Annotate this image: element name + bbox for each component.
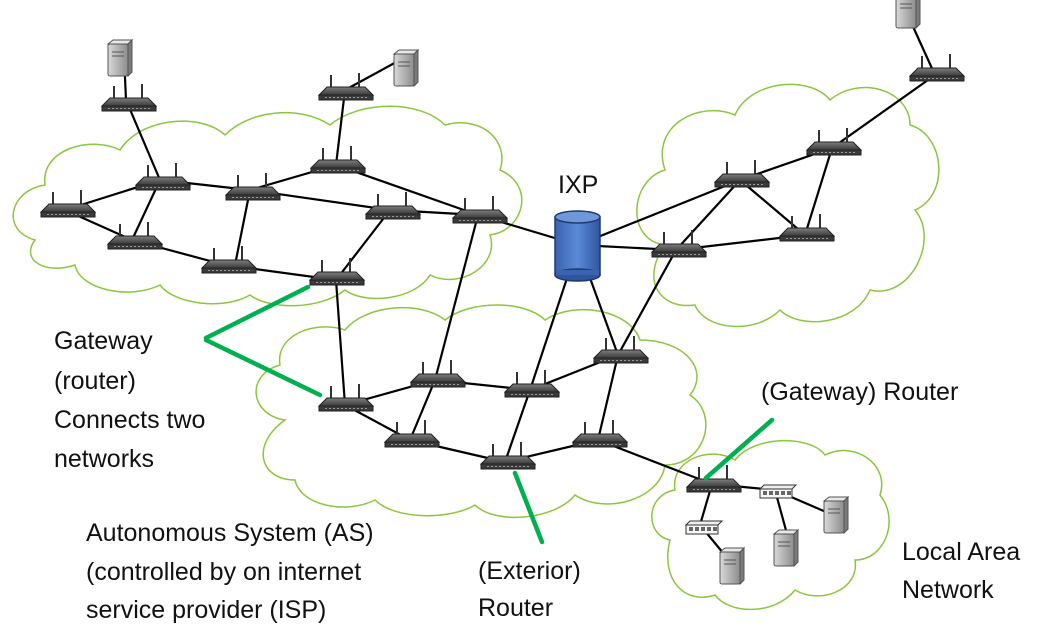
server-icon — [823, 496, 849, 534]
switch-icon — [759, 484, 797, 499]
server-icon — [719, 547, 745, 585]
server-icon — [393, 49, 419, 87]
server-icon — [773, 529, 799, 567]
as-label-line-1: Autonomous System (AS) — [86, 519, 374, 547]
cloud-top-left-network — [12, 105, 523, 307]
exterior-router-pointer-line — [512, 470, 545, 545]
gateway-router-pointer-line — [703, 417, 775, 481]
as-label-line-3: service provider (ISP) — [86, 596, 327, 624]
ixp-database-icon — [554, 210, 601, 282]
server-icon — [107, 39, 133, 77]
lan-label-line-1: Local Area — [902, 538, 1021, 566]
annotation-lines — [203, 284, 775, 545]
lan-label-line-2: Network — [902, 576, 994, 604]
gateway-label-line-1: Gateway — [54, 327, 153, 355]
gateway-label-line-4: networks — [54, 445, 155, 473]
switch-icon — [685, 520, 723, 535]
server-icon — [895, 0, 921, 29]
gateway-pointer-line — [203, 284, 311, 341]
ixp-label: IXP — [558, 171, 599, 199]
exterior-router-label-line-1: (Exterior) — [478, 557, 581, 585]
gateway-label-line-3: Connects two — [54, 406, 206, 434]
gateway-pointer-line — [203, 337, 323, 398]
as-label-line-2: (controlled by on internet — [86, 558, 362, 586]
router-icon — [909, 53, 965, 82]
router-icon — [101, 83, 157, 112]
exterior-router-label-line-2: Router — [478, 594, 554, 622]
router-icon — [318, 72, 374, 101]
gateway-label-line-2: (router) — [54, 367, 136, 395]
cloud-right-network — [636, 83, 940, 328]
gateway-router-label: (Gateway) Router — [761, 378, 959, 406]
